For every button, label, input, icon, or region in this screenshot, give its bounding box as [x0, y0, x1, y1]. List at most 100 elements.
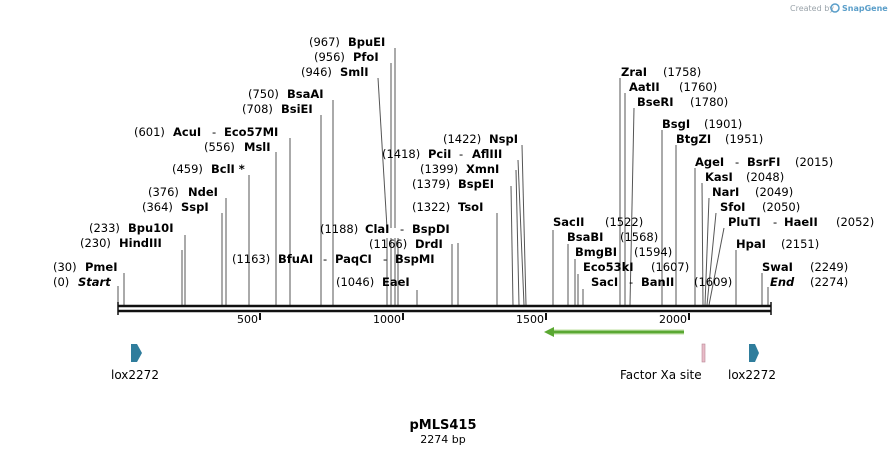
site-sep: -: [383, 252, 387, 266]
site-pos: (1522): [605, 215, 643, 229]
site-label-eco53ki[interactable]: Eco53kI: [583, 260, 634, 274]
map-length: 2274 bp: [420, 433, 465, 446]
site-label-drdi[interactable]: DrdI: [415, 237, 443, 251]
site-pos: (2052): [836, 215, 874, 229]
site-label-btgzi[interactable]: BtgZI: [676, 132, 711, 146]
site-label-zrai[interactable]: ZraI: [621, 65, 647, 79]
site-pos: (30): [53, 260, 77, 274]
site-pos: (376): [148, 185, 179, 199]
snapgene-logo-icon: [830, 3, 840, 13]
site-label-bsiei[interactable]: BsiEI: [281, 102, 313, 116]
site-pos: (1780): [690, 95, 728, 109]
site-pos: (459): [172, 162, 203, 176]
site-pos: (1418): [382, 147, 420, 161]
feature-arrow-reverse[interactable]: [544, 327, 684, 337]
site-pos: (1607): [651, 260, 689, 274]
site-label-pcii[interactable]: PciI: [428, 147, 451, 161]
site-label-clai[interactable]: ClaI: [365, 222, 389, 236]
site-label-sspi[interactable]: SspI: [181, 200, 209, 214]
site-label-pmei[interactable]: PmeI: [85, 260, 118, 274]
site-label-nari[interactable]: NarI: [712, 185, 739, 199]
tick-label-1000: 1000: [373, 313, 401, 326]
tick-label-500: 500: [237, 313, 258, 326]
site-label-start[interactable]: Start: [78, 275, 111, 289]
site-label-msli[interactable]: MslI: [244, 140, 271, 154]
feature-label-lox2272: lox2272: [111, 368, 159, 382]
site-label-saci[interactable]: SacI: [591, 275, 618, 289]
site-pos: (1594): [634, 245, 672, 259]
site-label-bsabi[interactable]: BsaBI: [567, 230, 603, 244]
site-pos: (946): [301, 65, 332, 79]
site-pos: (233): [89, 221, 120, 235]
feature-lox2272-right[interactable]: [749, 344, 759, 362]
site-pos: (1322): [412, 200, 450, 214]
site-pos: (2151): [781, 237, 819, 251]
site-label-bsgi[interactable]: BsgI: [662, 117, 690, 131]
site-label-tsoi[interactable]: TsoI: [458, 200, 483, 214]
site-label-agei[interactable]: AgeI: [695, 155, 724, 169]
site-label-bfuai[interactable]: BfuAI: [278, 252, 313, 266]
site-label-ndei[interactable]: NdeI: [188, 185, 218, 199]
site-label-sfoi[interactable]: SfoI: [720, 200, 745, 214]
site-sep: -: [400, 222, 404, 236]
site-label-bpuei[interactable]: BpuEI: [348, 35, 385, 49]
site-label-sacii[interactable]: SacII: [553, 215, 584, 229]
site-pos: (1901): [704, 117, 742, 131]
site-sep: -: [459, 147, 463, 161]
site-pos: (2249): [810, 260, 848, 274]
site-label-hindiii[interactable]: HindIII: [119, 236, 162, 250]
site-label-bseri[interactable]: BseRI: [637, 95, 674, 109]
site-label-bpu10i[interactable]: Bpu10I: [128, 221, 173, 235]
site-label-smli[interactable]: SmlI: [340, 65, 369, 79]
site-label-pfoi[interactable]: PfoI: [353, 50, 379, 64]
feature-lox2272-left[interactable]: [131, 344, 142, 362]
site-label-bsaai[interactable]: BsaAI: [287, 87, 324, 101]
tick-label-1500: 1500: [516, 313, 544, 326]
site-label-swai[interactable]: SwaI: [762, 260, 793, 274]
site-pos: (1951): [725, 132, 763, 146]
site-pos: (1568): [620, 230, 658, 244]
site-label-eaei[interactable]: EaeI: [382, 275, 410, 289]
site-label-aatii[interactable]: AatII: [629, 80, 660, 94]
site-pos: (2274): [810, 275, 848, 289]
site-pos: (1166): [369, 237, 407, 251]
site-pos: (2049): [755, 185, 793, 199]
site-pos: (1046): [336, 275, 374, 289]
site-pos: (1758): [663, 65, 701, 79]
site-label-eco57mi[interactable]: Eco57MI: [224, 125, 278, 139]
site-sep: -: [773, 215, 777, 229]
site-pos: (1163): [232, 252, 270, 266]
map-title: pMLS415: [409, 418, 476, 433]
site-label-end[interactable]: End: [770, 275, 795, 289]
feature-label-lox2272: lox2272: [728, 368, 776, 382]
site-pos: (1379): [412, 177, 450, 191]
site-label-hpai[interactable]: HpaI: [736, 237, 766, 251]
site-label-nspi[interactable]: NspI: [489, 132, 518, 146]
site-label-banii[interactable]: BanII: [641, 275, 674, 289]
site-label-pluti[interactable]: PluTI: [728, 215, 761, 229]
site-label-haeii[interactable]: HaeII: [784, 215, 818, 229]
site-pos: (364): [142, 200, 173, 214]
site-label-bmgbi[interactable]: BmgBI: [575, 245, 617, 259]
site-pos: (708): [242, 102, 273, 116]
site-label-bcli[interactable]: BclI *: [211, 162, 245, 176]
site-label-bspdi[interactable]: BspDI: [412, 222, 450, 236]
site-pos: (1399): [420, 162, 458, 176]
ruler-ticks: [259, 313, 690, 320]
site-label-acui[interactable]: AcuI: [173, 125, 201, 139]
site-label-kasi[interactable]: KasI: [705, 170, 733, 184]
site-label-xmni[interactable]: XmnI: [466, 162, 499, 176]
feature-factor-xa-site[interactable]: [701, 343, 706, 363]
site-pos: (956): [314, 50, 345, 64]
site-pos: (230): [80, 236, 111, 250]
site-label-bsrfi[interactable]: BsrFI: [747, 155, 780, 169]
site-label-afliii[interactable]: AflIII: [472, 147, 502, 161]
site-label-bspmi[interactable]: BspMI: [395, 252, 435, 266]
site-label-paqci[interactable]: PaqCI: [335, 252, 372, 266]
site-pos: (750): [248, 87, 279, 101]
site-pos: (967): [309, 35, 340, 49]
site-pos: (0): [53, 275, 69, 289]
site-label-bspei[interactable]: BspEI: [458, 177, 494, 191]
dna-backbone: [117, 302, 772, 315]
